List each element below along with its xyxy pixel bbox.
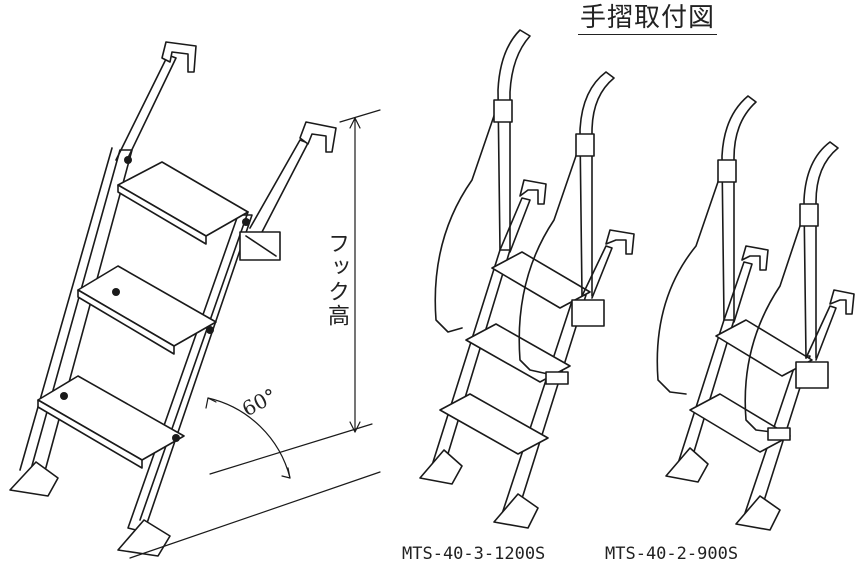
hook-height-label: フック高	[324, 232, 349, 328]
model-label-b: MTS-40-2-900S	[605, 544, 739, 564]
model-label-a: MTS-40-3-1200S	[402, 544, 546, 564]
model-b-ladder	[656, 95, 855, 531]
model-a-ladder	[419, 29, 635, 529]
page-title: 手摺取付図	[578, 3, 718, 35]
large-step-ladder	[9, 41, 337, 557]
hook-height-dimension	[209, 109, 381, 475]
angle-dimension	[129, 397, 381, 559]
